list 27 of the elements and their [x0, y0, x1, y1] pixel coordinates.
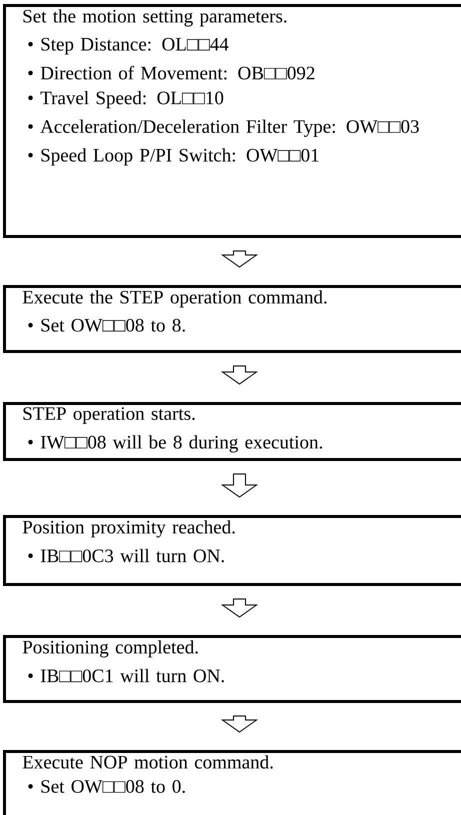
step-heading: Execute the STEP operation command.: [22, 290, 326, 308]
process-box: [3, 402, 461, 461]
arrow: [220, 598, 258, 618]
bullet-item: • Speed Loop P/PI Switch: OW□□01: [28, 148, 318, 166]
bullet-item: • Step Distance: OL□□44: [28, 38, 229, 55]
arrow: [220, 366, 258, 385]
bullet-item: • IB□□0C3 will turn ON.: [28, 548, 224, 562]
step-heading: STEP operation starts.: [23, 407, 195, 424]
arrow: [220, 474, 258, 498]
bullet-item: • Acceleration/Deceleration Filter Type: OW□□03: [28, 120, 419, 137]
bullet-item: • Set OW□□08 to 8.: [28, 318, 185, 332]
bullet-item: • IB□□0C1 will turn ON.: [28, 668, 224, 682]
step-heading: Set the motion setting parameters.: [23, 9, 286, 26]
step-heading: Execute NOP motion command.: [22, 755, 273, 769]
process-box: [3, 4, 461, 238]
bullet-item: • Set OW□□08 to 0.: [28, 780, 185, 793]
process-box: [3, 635, 461, 703]
arrow: [220, 250, 258, 268]
bullet-item: • Direction of Movement: OB□□092: [28, 66, 314, 80]
bullet-item: • Travel Speed: OL□□10: [28, 90, 224, 108]
process-box: [3, 750, 461, 815]
step-heading: Position proximity reached.: [22, 520, 235, 538]
process-box: [3, 285, 461, 353]
process-box: [3, 515, 461, 586]
arrow: [220, 716, 258, 733]
step-heading: Positioning completed.: [22, 640, 198, 658]
bullet-item: • IW□□08 will be 8 during execution.: [28, 435, 322, 452]
